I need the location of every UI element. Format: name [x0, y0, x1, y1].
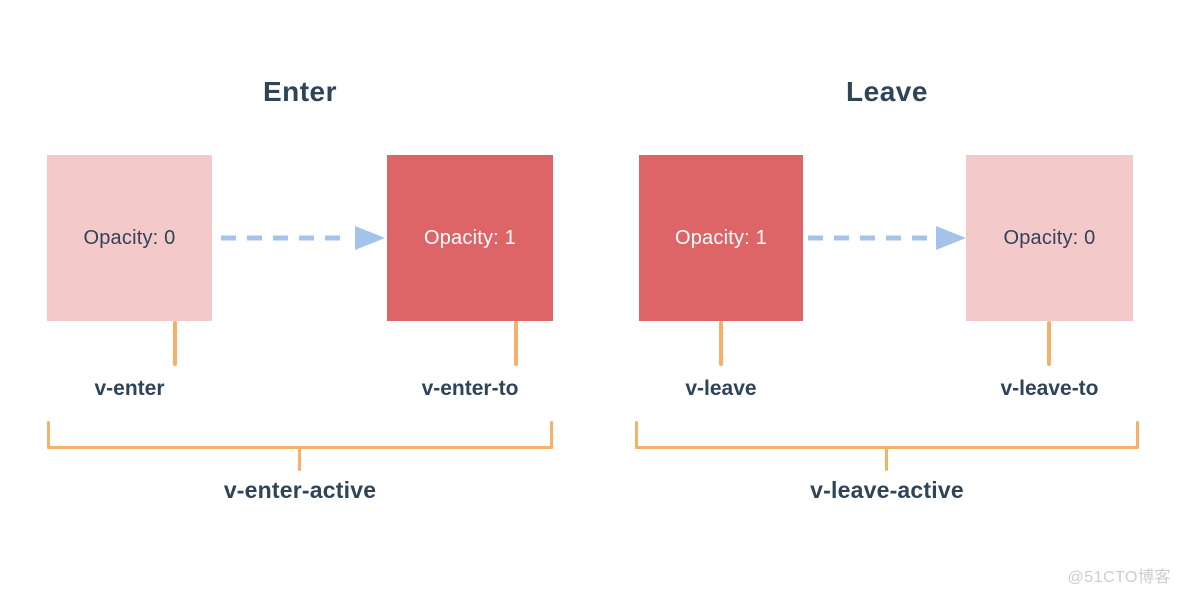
leave-bracket-tick-left — [635, 421, 638, 449]
enter-bracket-tick-left — [47, 421, 50, 449]
enter-start-connector-line — [173, 321, 177, 366]
enter-bracket-tick-right — [550, 421, 553, 449]
enter-start-box-label: Opacity: 0 — [83, 226, 176, 249]
enter-bracket-stem — [298, 446, 301, 471]
enter-end-box-label: Opacity: 1 — [423, 226, 517, 249]
enter-diagram: Enter Opacity: 0 Opacity: 1 v-enter v-en… — [47, 0, 553, 592]
v-leave-to-label: v-leave-to — [1000, 377, 1099, 400]
leave-start-box-label: Opacity: 1 — [674, 226, 768, 249]
enter-title: Enter — [262, 76, 338, 107]
leave-end-box: Opacity: 0 — [966, 155, 1133, 321]
leave-start-box: Opacity: 1 — [639, 155, 803, 321]
v-enter-to-label: v-enter-to — [421, 377, 519, 400]
v-enter-active-label: v-enter-active — [223, 477, 377, 503]
site-watermark: @51CTO博客 — [1067, 569, 1171, 586]
leave-end-box-label: Opacity: 0 — [1003, 226, 1096, 249]
dashed-arrow-right-icon — [221, 226, 385, 250]
leave-bracket-stem — [885, 446, 888, 471]
v-leave-label: v-leave — [685, 377, 757, 400]
leave-end-connector-line — [1047, 321, 1051, 366]
v-enter-label: v-enter — [94, 377, 165, 400]
leave-title: Leave — [846, 76, 928, 107]
v-leave-active-label: v-leave-active — [810, 477, 964, 503]
enter-start-box: Opacity: 0 — [47, 155, 212, 321]
enter-end-box: Opacity: 1 — [387, 155, 553, 321]
enter-end-connector-line — [514, 321, 518, 366]
leave-diagram: Leave Opacity: 1 Opacity: 0 v-leave v-le… — [635, 0, 1139, 592]
leave-start-connector-line — [719, 321, 723, 366]
dashed-arrow-right-icon — [808, 226, 966, 250]
leave-bracket-tick-right — [1136, 421, 1139, 449]
